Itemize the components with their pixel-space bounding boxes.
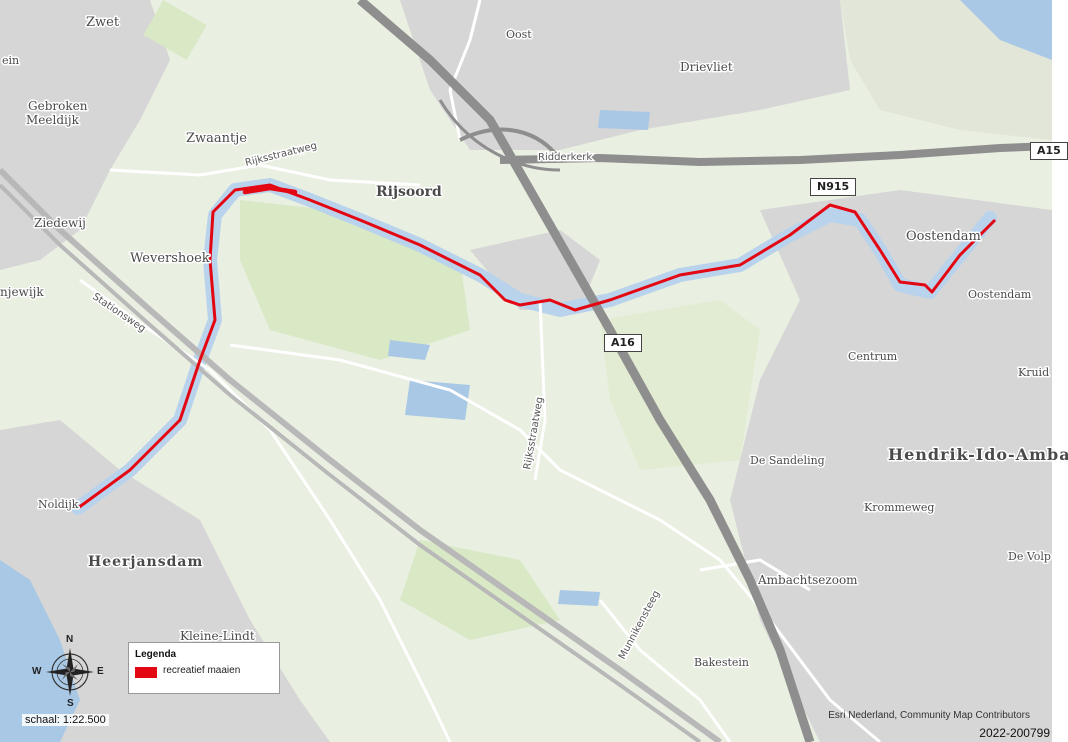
label-kleine-lindt: Kleine-Lindt: [180, 629, 255, 643]
label-centrum: Centrum: [848, 350, 898, 363]
label-heerjansdam: Heerjansdam: [88, 554, 203, 570]
legend-title: Legenda: [135, 649, 177, 660]
compass-e: E: [97, 666, 104, 677]
label-krommeweg: Krommeweg: [864, 501, 934, 514]
railway: [0, 167, 722, 742]
label-kruid: Kruid: [1018, 366, 1049, 379]
map-credits: Esri Nederland, Community Map Contributo…: [828, 710, 1030, 721]
shield-a15: A15: [1030, 142, 1068, 160]
label-oostendam-2: Oostendam: [968, 288, 1032, 301]
label-meeldijk: Meeldijk: [26, 113, 80, 127]
label-bakestein: Bakestein: [694, 656, 749, 669]
label-njewijk: njewijk: [0, 285, 44, 299]
label-rijsoord: Rijsoord: [376, 184, 442, 200]
scale-label: schaal: 1:22.500: [22, 714, 109, 726]
legend-swatch: [135, 667, 157, 678]
shield-a16: A16: [604, 334, 642, 352]
label-oost: Oost: [506, 28, 532, 41]
compass-n: N: [66, 634, 74, 645]
place-labels: Zwet ein Gebroken Meeldijk Zwaantje Rijs…: [0, 14, 1068, 671]
label-noldijk: Noldijk: [38, 498, 79, 511]
label-oostendam: Oostendam: [906, 229, 981, 244]
label-zwaantje: Zwaantje: [186, 131, 247, 146]
route-recreatief-maaien[interactable]: [77, 183, 997, 510]
route-segment-short[interactable]: [242, 185, 298, 195]
label-drievliet: Drievliet: [680, 60, 733, 74]
shield-n915: N915: [810, 178, 857, 196]
legend: Legenda recreatief maaien: [128, 642, 280, 694]
legend-item-label: recreatief maaien: [163, 665, 241, 676]
label-de-volp: De Volp: [1008, 550, 1051, 563]
document-id: 2022-200799: [979, 726, 1050, 740]
label-gebroken: Gebroken: [28, 99, 88, 113]
minor-roads: [79, 0, 881, 742]
compass-rose-icon: [46, 648, 94, 696]
compass-s: S: [67, 698, 74, 709]
label-ziedewij: Ziedewij: [34, 216, 86, 230]
label-de-sandeling: De Sandeling: [750, 454, 825, 467]
label-ein: ein: [2, 54, 19, 67]
compass-w: W: [32, 666, 42, 677]
motorways: [357, 0, 1053, 742]
compass: N S E W: [32, 634, 106, 709]
label-zwet: Zwet: [86, 15, 120, 30]
label-ambachtsezoom: Ambachtsezoom: [757, 573, 858, 587]
label-hendrik-ido-ambacht: Hendrik-Ido-Amba: [888, 445, 1068, 464]
label-wevershoek: Wevershoek: [130, 251, 210, 266]
label-ridderkerk: Ridderkerk: [538, 152, 592, 163]
